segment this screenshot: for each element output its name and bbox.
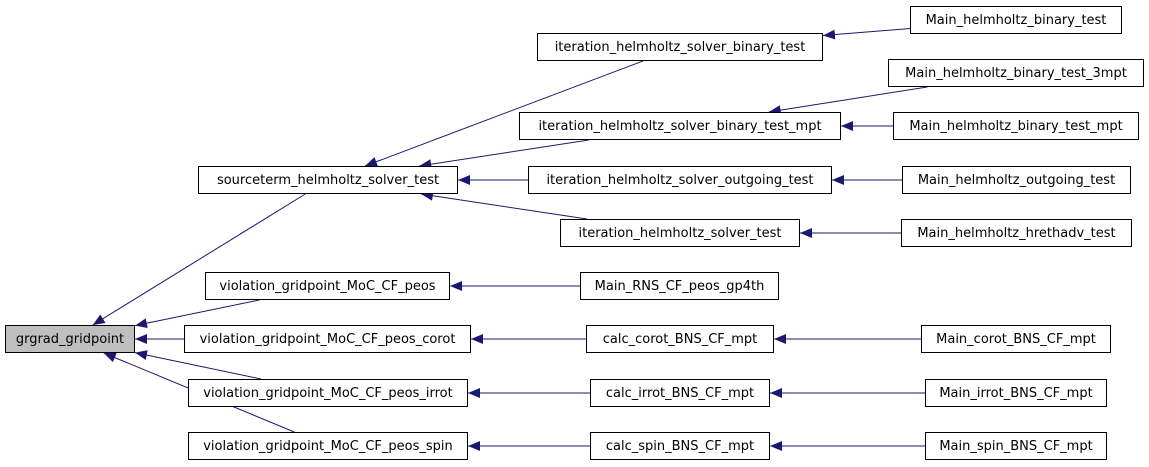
node-grgrad-gridpoint: grgrad_gridpoint: [5, 325, 135, 353]
node-main-rns-cf-peos-gp4th[interactable]: Main_RNS_CF_peos_gp4th: [580, 272, 779, 300]
node-sourceterm-helmholtz-solver-test[interactable]: sourceterm_helmholtz_solver_test: [198, 166, 458, 194]
node-main-helmholtz-outgoing-test[interactable]: Main_helmholtz_outgoing_test: [902, 166, 1131, 194]
node-violation-gridpoint-moc-cf-peos-corot[interactable]: violation_gridpoint_MoC_CF_peos_corot: [184, 325, 471, 353]
node-main-helmholtz-hrethadv-test[interactable]: Main_helmholtz_hrethadv_test: [901, 219, 1132, 247]
node-violation-gridpoint-moc-cf-peos[interactable]: violation_gridpoint_MoC_CF_peos: [205, 272, 450, 300]
node-main-corot-bns-cf-mpt[interactable]: Main_corot_BNS_CF_mpt: [921, 325, 1111, 353]
edge-Main_helmholtz_binary_test_3mpt-to-iteration_helmholtz_solver_binary_test_mpt: [768, 86, 928, 116]
edge-violation_gridpoint_MoC_CF_peos-to-grgrad_gridpoint: [134, 299, 260, 329]
node-iteration-helmholtz-solver-test[interactable]: iteration_helmholtz_solver_test: [560, 219, 800, 247]
node-main-helmholtz-binary-test[interactable]: Main_helmholtz_binary_test: [910, 6, 1122, 34]
node-calc-spin-bns-cf-mpt[interactable]: calc_spin_BNS_CF_mpt: [590, 432, 770, 460]
node-main-irrot-bns-cf-mpt[interactable]: Main_irrot_BNS_CF_mpt: [925, 379, 1107, 407]
node-iteration-helmholtz-solver-binary-test[interactable]: iteration_helmholtz_solver_binary_test: [537, 33, 823, 61]
edge-sourceterm_helmholtz_solver_test-to-grgrad_gridpoint: [92, 193, 306, 326]
edge-iteration_helmholtz_solver_binary_test_mpt-to-sourceterm_helmholtz_solver_test: [419, 139, 589, 170]
node-main-helmholtz-binary-test-3mpt[interactable]: Main_helmholtz_binary_test_3mpt: [888, 59, 1144, 87]
node-main-helmholtz-binary-test-mpt[interactable]: Main_helmholtz_binary_test_mpt: [893, 112, 1139, 140]
node-violation-gridpoint-moc-cf-peos-spin[interactable]: violation_gridpoint_MoC_CF_peos_spin: [188, 432, 468, 460]
edge-violation_gridpoint_MoC_CF_peos_irrot-to-grgrad_gridpoint: [134, 350, 262, 380]
node-iteration-helmholtz-solver-binary-test-mpt[interactable]: iteration_helmholtz_solver_binary_test_m…: [519, 112, 841, 140]
edge-Main_helmholtz_binary_test-to-iteration_helmholtz_solver_binary_test: [822, 28, 911, 40]
edge-iteration_helmholtz_solver_test-to-sourceterm_helmholtz_solver_test: [420, 190, 588, 220]
node-iteration-helmholtz-solver-outgoing-test[interactable]: iteration_helmholtz_solver_outgoing_test: [528, 166, 832, 194]
node-calc-irrot-bns-cf-mpt[interactable]: calc_irrot_BNS_CF_mpt: [590, 379, 770, 407]
node-calc-corot-bns-cf-mpt[interactable]: calc_corot_BNS_CF_mpt: [586, 325, 774, 353]
node-main-spin-bns-cf-mpt[interactable]: Main_spin_BNS_CF_mpt: [925, 432, 1107, 460]
node-violation-gridpoint-moc-cf-peos-irrot[interactable]: violation_gridpoint_MoC_CF_peos_irrot: [188, 379, 468, 407]
edge-iteration_helmholtz_solver_binary_test-to-sourceterm_helmholtz_solver_test: [364, 60, 644, 167]
